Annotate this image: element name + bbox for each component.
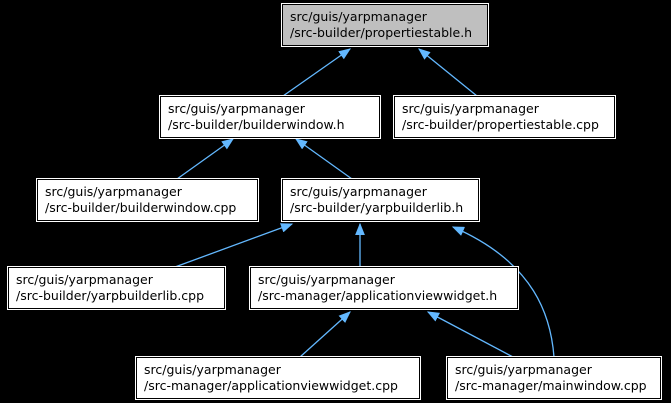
graph-node-propertiestable-cpp[interactable]: src/guis/yarpmanager /src-builder/proper… [393, 95, 616, 139]
node-label-line1: src/guis/yarpmanager [258, 272, 395, 287]
edge-builderwindow-cpp-to-builderwindow-h [176, 138, 234, 180]
node-label-line2: /src-builder/yarpbuilderlib.cpp [16, 288, 205, 303]
graph-node-yarpbuilderlib-h[interactable]: src/guis/yarpmanager /src-builder/yarpbu… [281, 178, 480, 222]
node-label-line1: src/guis/yarpmanager [402, 101, 539, 116]
graph-node-builderwindow-h[interactable]: src/guis/yarpmanager /src-builder/builde… [159, 95, 381, 139]
edge-yarpbuilderlib-h-to-builderwindow-h [295, 138, 353, 180]
node-label-line2: /src-manager/mainwindow.cpp [455, 378, 647, 393]
node-label-line2: /src-builder/propertiestable.h [290, 25, 473, 40]
node-label-line1: src/guis/yarpmanager [290, 9, 427, 24]
node-label-line1: src/guis/yarpmanager [45, 184, 182, 199]
node-label-line2: /src-builder/yarpbuilderlib.h [290, 200, 464, 215]
graph-node-mainwindow-cpp[interactable]: src/guis/yarpmanager /src-manager/mainwi… [446, 356, 662, 400]
node-label-line1: src/guis/yarpmanager [290, 184, 427, 199]
node-label-line2: /src-manager/applicationviewwidget.cpp [144, 378, 398, 393]
node-label-line2: /src-manager/applicationviewwidget.h [258, 288, 498, 303]
edge-applicationviewwidget-cpp-to-applicationviewwidget-h [299, 311, 351, 358]
graph-node-yarpbuilderlib-cpp[interactable]: src/guis/yarpmanager /src-builder/yarpbu… [7, 266, 226, 310]
node-label-line2: /src-builder/builderwindow.cpp [45, 200, 237, 215]
graph-node-applicationviewwidget-h[interactable]: src/guis/yarpmanager /src-manager/applic… [249, 266, 519, 310]
node-label-line1: src/guis/yarpmanager [144, 362, 281, 377]
edge-mainwindow-cpp-to-applicationviewwidget-h [426, 311, 514, 358]
edge-yarpbuilderlib-cpp-to-yarpbuilderlib-h [174, 223, 294, 268]
node-label-line1: src/guis/yarpmanager [16, 272, 153, 287]
node-label-line2: /src-builder/builderwindow.h [168, 117, 345, 132]
graph-node-builderwindow-cpp[interactable]: src/guis/yarpmanager /src-builder/builde… [36, 178, 259, 222]
node-label-line1: src/guis/yarpmanager [168, 101, 305, 116]
graph-node-propertiestable-h: src/guis/yarpmanager /src-builder/proper… [281, 3, 489, 47]
edge-builderwindow-h-to-propertiestable-h [282, 48, 351, 97]
edge-mainwindow-cpp-to-yarpbuilderlib-h [451, 226, 555, 358]
node-label-line2: /src-builder/propertiestable.cpp [402, 117, 599, 132]
graph-node-applicationviewwidget-cpp[interactable]: src/guis/yarpmanager /src-manager/applic… [135, 356, 421, 400]
node-label-line1: src/guis/yarpmanager [455, 362, 592, 377]
edge-propertiestable-cpp-to-propertiestable-h [418, 48, 478, 97]
